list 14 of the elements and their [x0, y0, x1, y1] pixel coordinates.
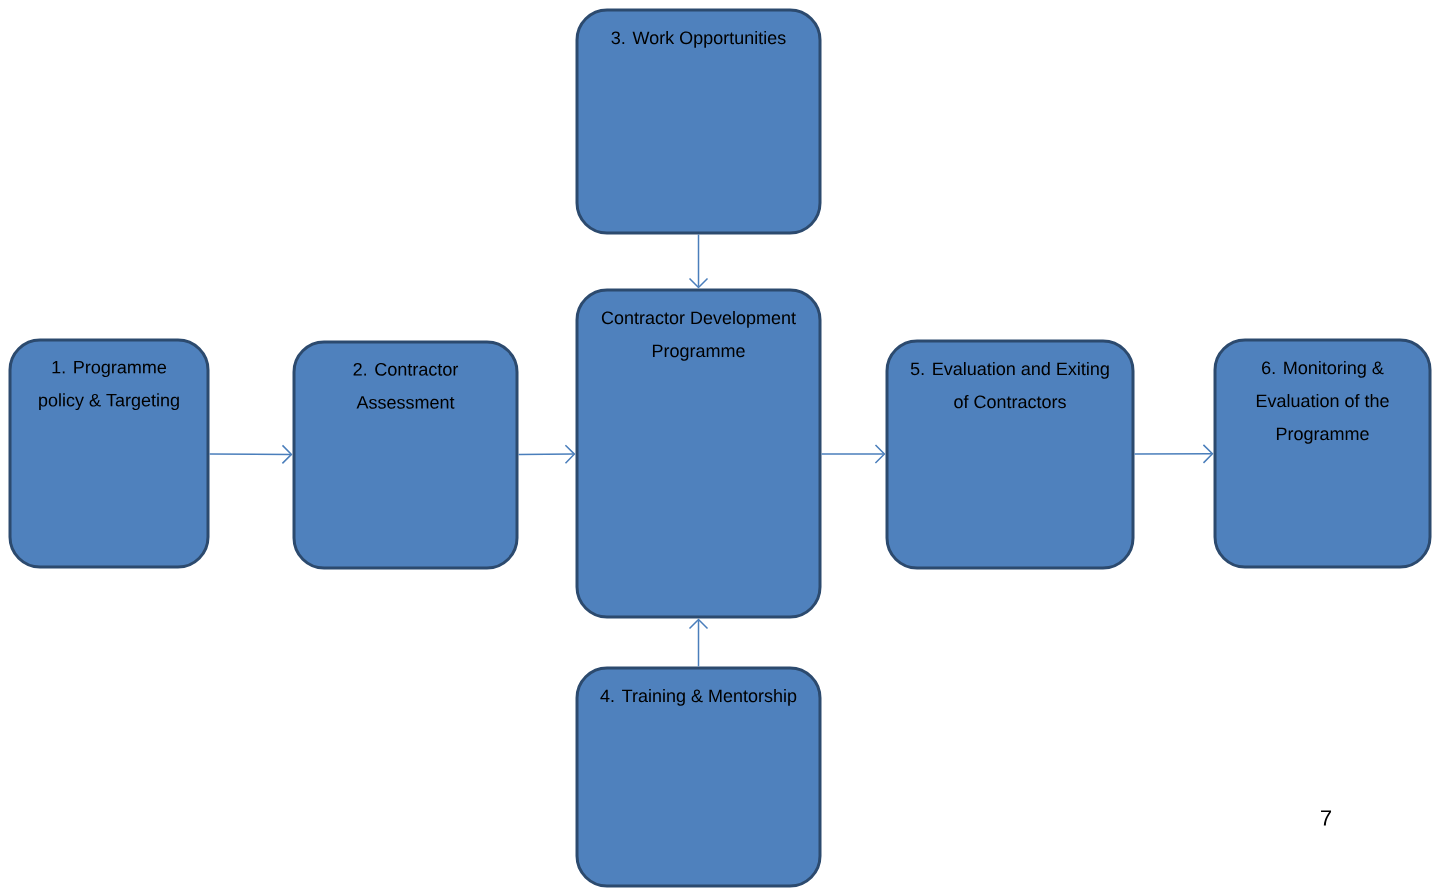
process-box: 2. Contractor Assessment: [292, 340, 519, 570]
arrow: [688, 618, 709, 668]
process-box: 4. Training & Mentorship: [575, 666, 822, 888]
process-box: 3. Work Opportunities: [575, 8, 822, 235]
arrow: [208, 444, 293, 465]
process-box: Contractor Development Programme: [575, 288, 822, 619]
arrow: [517, 444, 576, 464]
arrow: [820, 444, 886, 464]
process-box: 1. Programme policy & Targeting: [8, 338, 210, 569]
arrow: [1133, 444, 1214, 464]
arrow: [688, 233, 709, 289]
page-number: 7: [1321, 810, 1332, 826]
process-box: 6. Monitoring & Evaluation of the Programme: [1213, 338, 1432, 569]
process-box: 5. Evaluation and Exiting of Contractors: [885, 339, 1135, 570]
